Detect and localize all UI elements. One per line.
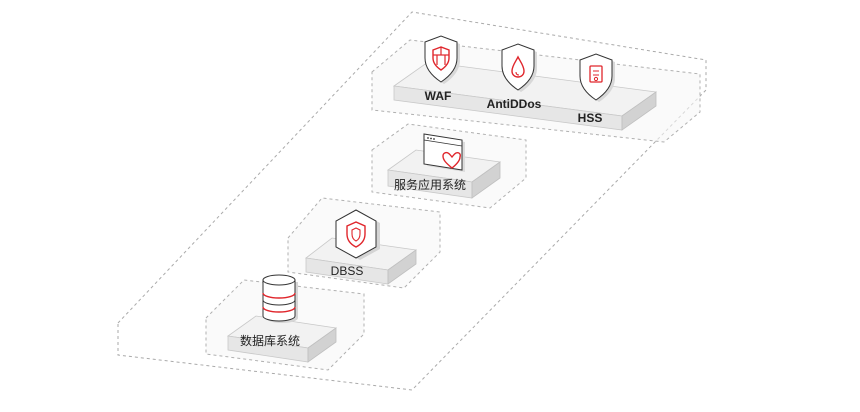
service-app-platform-side [471,161,501,199]
dbss-label: DBSS [331,264,364,278]
app-window-heart-icon [423,133,465,172]
service-app-group: 服务应用系统 [371,123,527,209]
service-app-label: 服务应用系统 [394,177,466,192]
dbss-hexagon-shield-icon [335,209,380,260]
hss-label: HSS [578,111,603,125]
waf-shield-icon [424,35,460,84]
waf-label: WAF [425,89,452,103]
antiddos-shield-icon [501,43,537,92]
database-platform-side [307,327,337,363]
hss-shield-icon [579,53,615,102]
outer-dashed-region [117,11,707,391]
database-cylinder-icon [262,274,298,323]
antiddos-label: AntiDDos [487,97,542,111]
dbss-group: DBSS [287,197,441,289]
dbss-platform-side [387,249,417,285]
database-group: 数据库系统 [205,274,365,371]
security-services-platform-side [621,91,657,131]
database-label: 数据库系统 [240,333,300,348]
security-services-group: WAF AntiDDos HSS [371,35,701,143]
